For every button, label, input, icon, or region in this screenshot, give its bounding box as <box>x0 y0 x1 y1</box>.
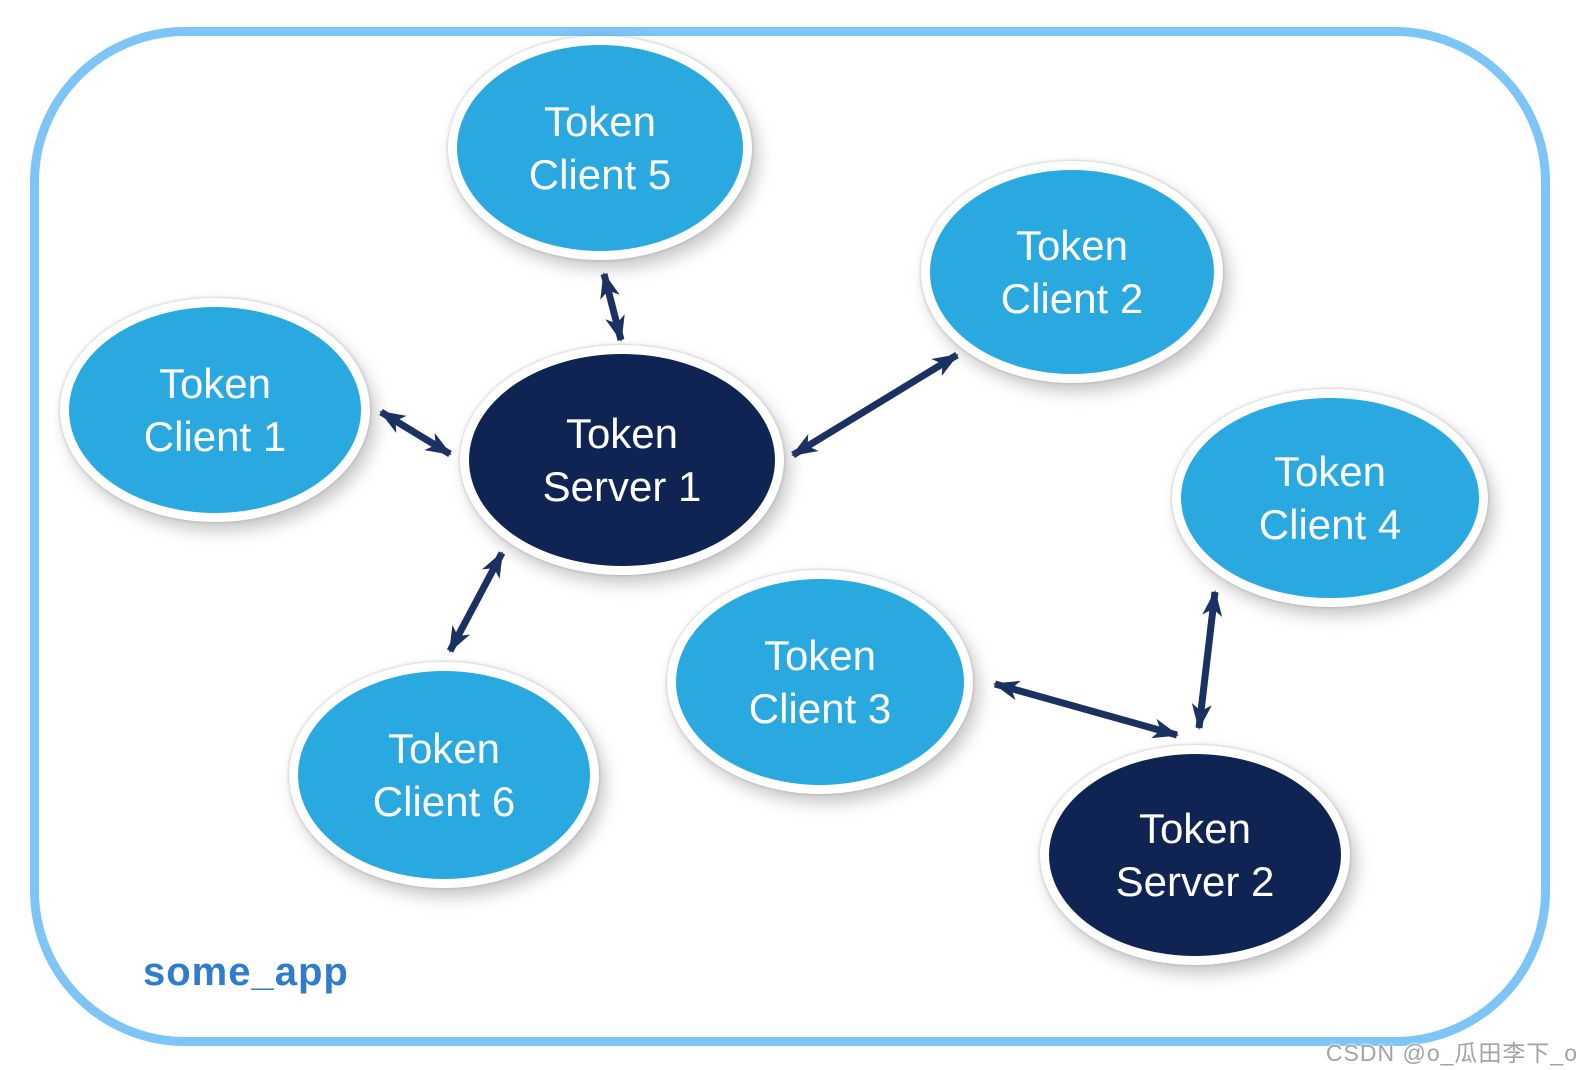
node-label: Token Client 6 <box>372 724 516 825</box>
node-token-client-4: Token Client 4 <box>1172 389 1488 607</box>
node-token-client-6: Token Client 6 <box>289 662 599 888</box>
node-token-client-3: Token Client 3 <box>667 570 973 794</box>
node-label: Token Server 2 <box>1115 804 1275 905</box>
node-token-server-1: Token Server 1 <box>460 345 784 575</box>
app-boundary-label: some_app <box>143 950 349 994</box>
node-token-client-5: Token Client 5 <box>448 36 752 260</box>
node-label: Token Server 1 <box>542 409 702 510</box>
node-label: Token Client 5 <box>528 97 672 198</box>
node-label: Token Client 2 <box>1000 221 1144 322</box>
app-boundary-frame <box>30 27 1550 1046</box>
node-token-client-1: Token Client 1 <box>60 298 370 522</box>
node-token-server-2: Token Server 2 <box>1040 745 1350 965</box>
node-token-client-2: Token Client 2 <box>921 161 1223 383</box>
node-label: Token Client 3 <box>748 631 892 732</box>
watermark: CSDN @o_瓜田李下_o <box>1325 1040 1578 1066</box>
node-label: Token Client 4 <box>1258 447 1402 548</box>
node-label: Token Client 1 <box>143 359 287 460</box>
